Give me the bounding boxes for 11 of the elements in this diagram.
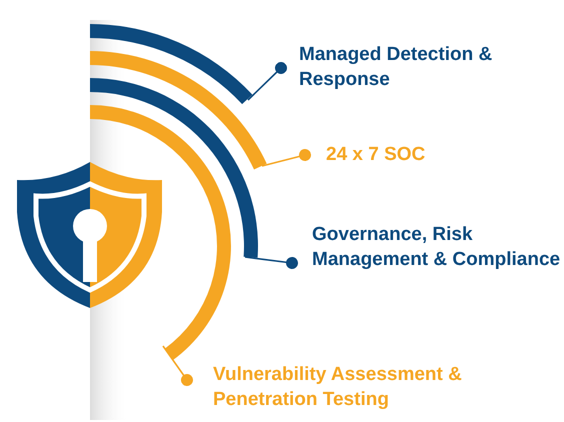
leader-line xyxy=(162,346,193,386)
service-label: Governance, Risk Management & Compliance xyxy=(312,223,562,272)
leader-line xyxy=(247,62,287,101)
arc-band xyxy=(90,24,252,104)
service-label: 24 x 7 SOC xyxy=(326,143,426,167)
service-label: Managed Detection & Response xyxy=(299,43,494,92)
service-label: Vulnerability Assessment & Penetration Testing xyxy=(213,363,463,412)
leader-line xyxy=(244,256,298,269)
arc-band xyxy=(90,105,231,360)
arc-band xyxy=(90,51,267,170)
leader-line xyxy=(262,149,311,167)
